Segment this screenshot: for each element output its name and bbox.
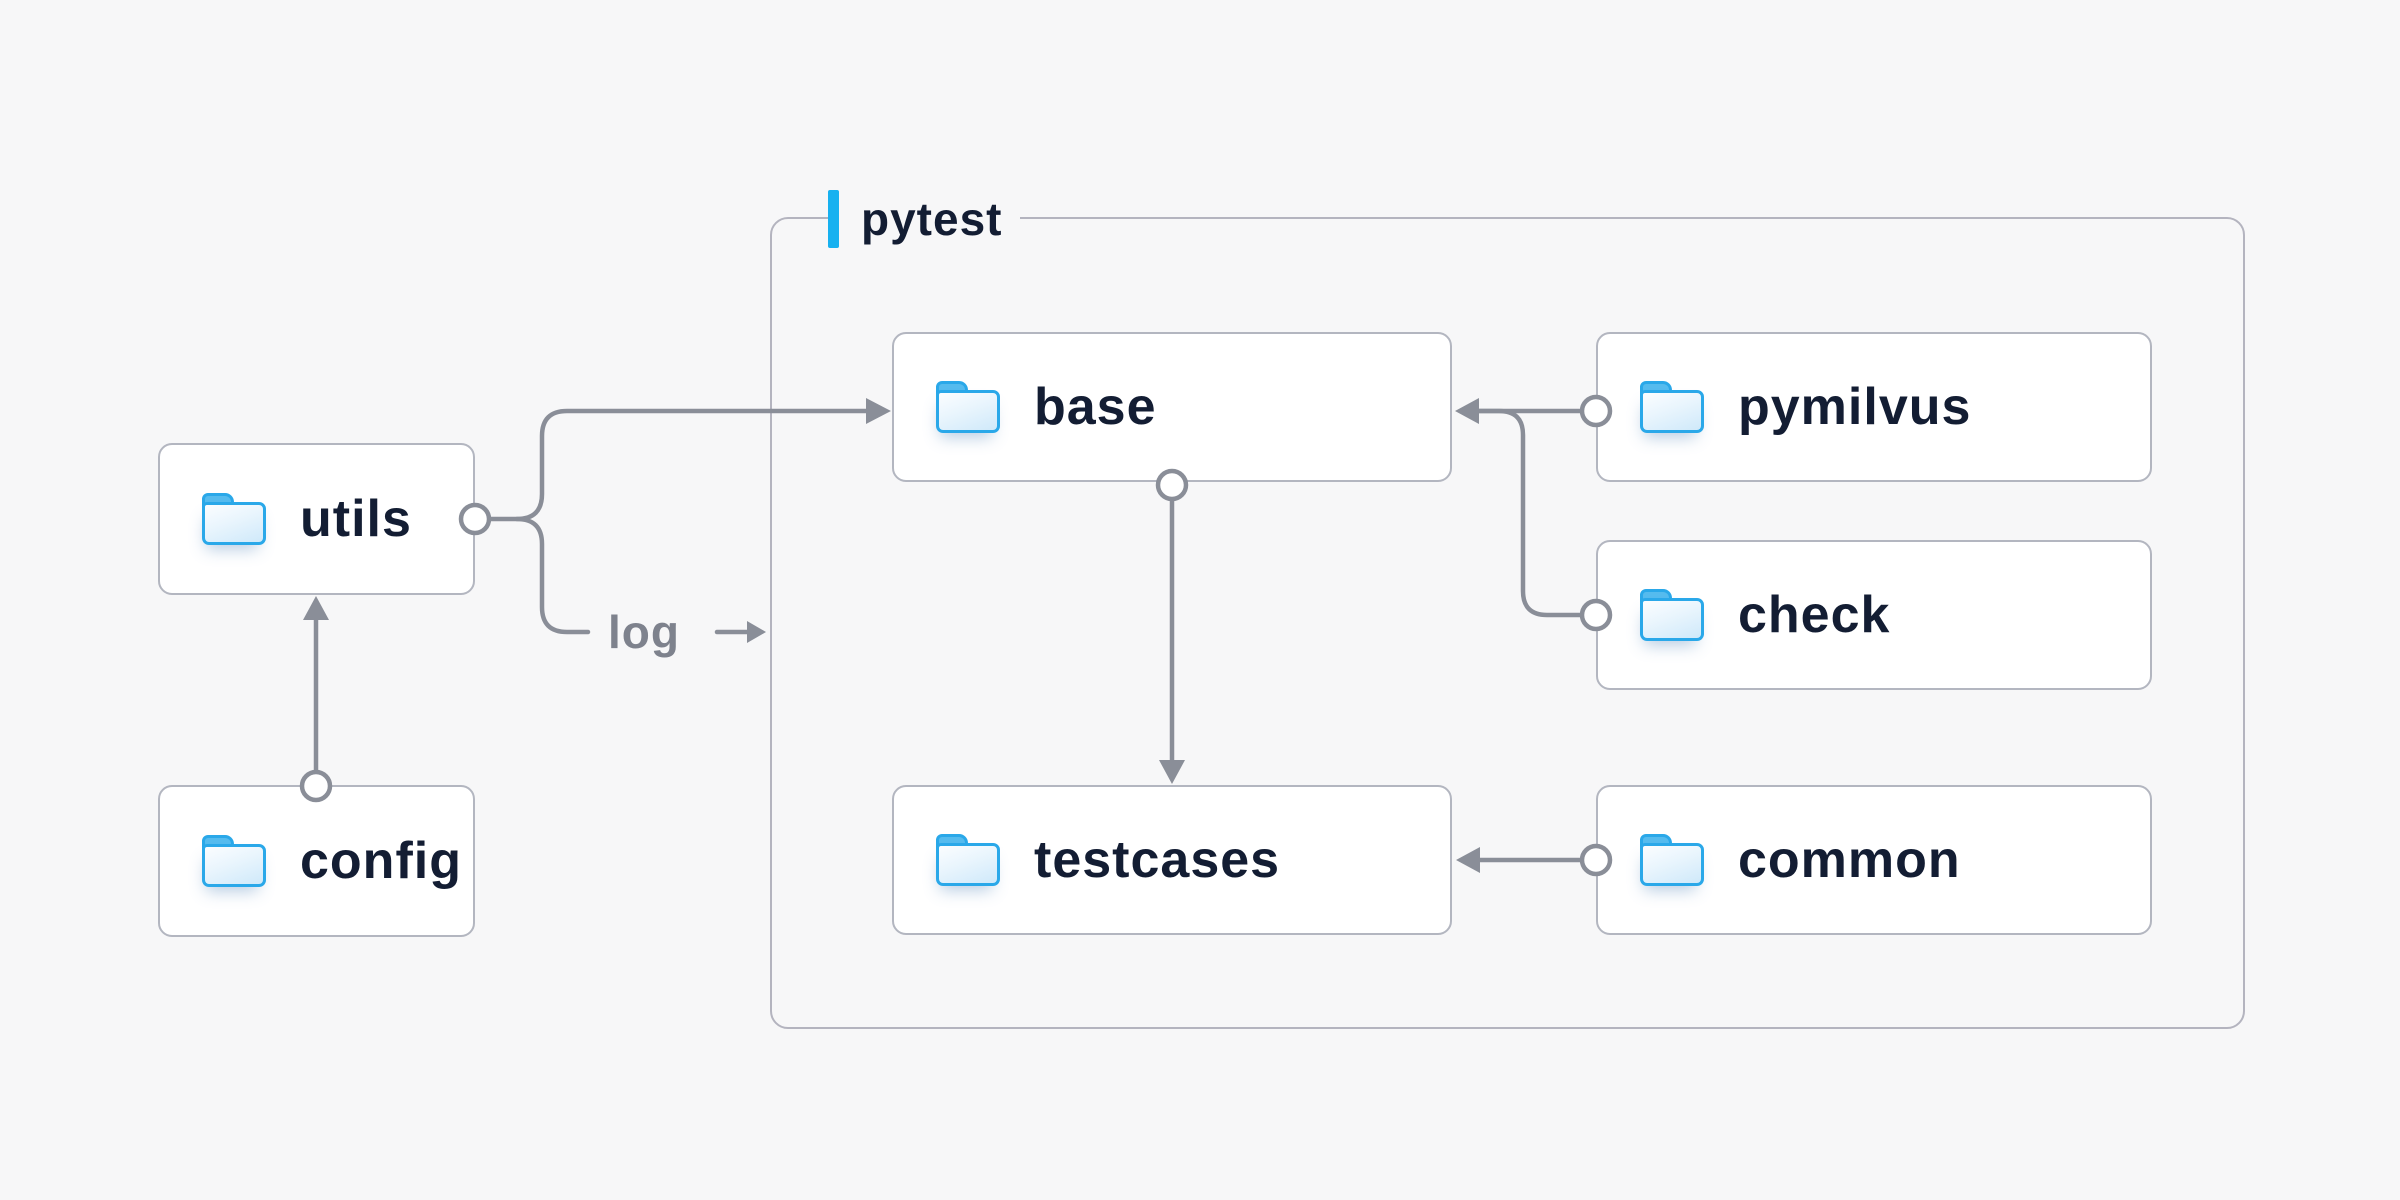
arrowhead-into-utils bbox=[303, 596, 329, 620]
node-utils-label: utils bbox=[300, 490, 412, 548]
node-base-label: base bbox=[1034, 378, 1157, 436]
folder-body bbox=[936, 390, 1000, 433]
group-pytest-label: pytest bbox=[828, 190, 1021, 248]
folder-body bbox=[936, 843, 1000, 886]
node-pymilvus: pymilvus bbox=[1596, 332, 2152, 482]
folder-icon bbox=[1640, 834, 1704, 886]
node-testcases-label: testcases bbox=[1034, 831, 1281, 889]
node-pymilvus-label: pymilvus bbox=[1738, 378, 1972, 436]
folder-body bbox=[1640, 390, 1704, 433]
group-pytest: pytest bbox=[770, 190, 2245, 1029]
folder-body bbox=[1640, 843, 1704, 886]
arrowhead-log bbox=[747, 621, 766, 643]
folder-icon bbox=[202, 493, 266, 545]
folder-icon bbox=[1640, 589, 1704, 641]
edge-label-log: log bbox=[608, 606, 680, 658]
node-common: common bbox=[1596, 785, 2152, 935]
node-check: check bbox=[1596, 540, 2152, 690]
folder-icon bbox=[936, 381, 1000, 433]
node-common-label: common bbox=[1738, 831, 1961, 889]
folder-icon bbox=[202, 835, 266, 887]
accent-bar-icon bbox=[828, 190, 839, 248]
folder-icon bbox=[936, 834, 1000, 886]
node-config: config bbox=[158, 785, 475, 937]
node-testcases: testcases bbox=[892, 785, 1452, 935]
group-title: pytest bbox=[861, 193, 1003, 245]
node-config-label: config bbox=[300, 832, 462, 890]
node-check-label: check bbox=[1738, 586, 1891, 644]
folder-body bbox=[202, 502, 266, 545]
node-utils: utils bbox=[158, 443, 475, 595]
edge-utils-to-log bbox=[514, 516, 591, 635]
folder-icon bbox=[1640, 381, 1704, 433]
node-base: base bbox=[892, 332, 1452, 482]
folder-body bbox=[202, 844, 266, 887]
folder-body bbox=[1640, 598, 1704, 641]
